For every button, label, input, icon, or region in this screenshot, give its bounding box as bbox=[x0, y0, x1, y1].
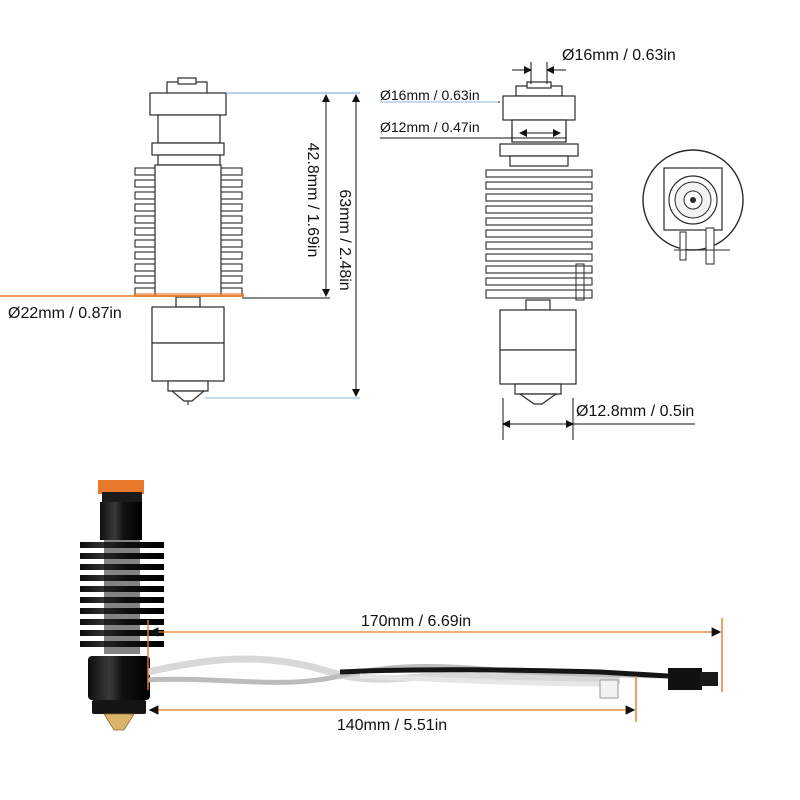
front-view-dimensions bbox=[380, 62, 695, 440]
side-view-dimensions bbox=[0, 92, 360, 399]
side-view-drawing bbox=[134, 77, 243, 405]
top-view-drawing bbox=[642, 149, 744, 265]
front-view-fins bbox=[485, 169, 593, 299]
collar-diameter-label: Ø16mm / 0.63in bbox=[380, 87, 480, 103]
wire-dimensions bbox=[147, 618, 723, 722]
wire-length-short-label: 140mm / 5.51in bbox=[337, 717, 447, 734]
heatsink-diameter-label: Ø22mm / 0.87in bbox=[8, 305, 122, 322]
neck-diameter-label: Ø12mm / 0.47in bbox=[380, 119, 480, 135]
front-view-drawing bbox=[485, 81, 593, 405]
wire-length-long-label: 170mm / 6.69in bbox=[361, 613, 471, 630]
heater-block-diameter-label: Ø12.8mm / 0.5in bbox=[576, 403, 694, 420]
heatsink-height-label: 42.8mm / 1.69in bbox=[304, 143, 321, 258]
top-diameter-label: Ø16mm / 0.63in bbox=[562, 47, 676, 64]
total-height-label: 63mm / 2.48in bbox=[336, 189, 353, 290]
hotend-product-render bbox=[80, 480, 718, 731]
